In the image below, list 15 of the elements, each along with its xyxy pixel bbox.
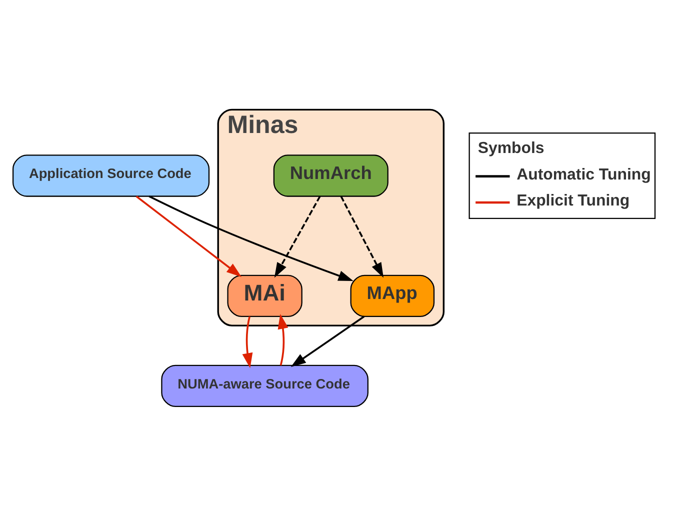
node-box: MAi: [227, 274, 302, 317]
node-box: MApp: [350, 274, 435, 317]
arrow: [278, 313, 288, 366]
arrow: [274, 195, 321, 278]
legend-label: Explicit Tuning: [516, 192, 630, 210]
arrow: [290, 315, 365, 366]
node-box: NumArch: [273, 154, 388, 196]
legend-label: Automatic Tuning: [516, 166, 651, 183]
arrow: [340, 195, 384, 278]
label: Symbols: [478, 140, 544, 157]
arrow: [148, 194, 354, 280]
node-box: Application Source Code: [12, 154, 210, 196]
arrow: [136, 195, 242, 276]
node-box: NUMA-aware Source Code: [161, 364, 368, 407]
arrow: [242, 316, 253, 368]
